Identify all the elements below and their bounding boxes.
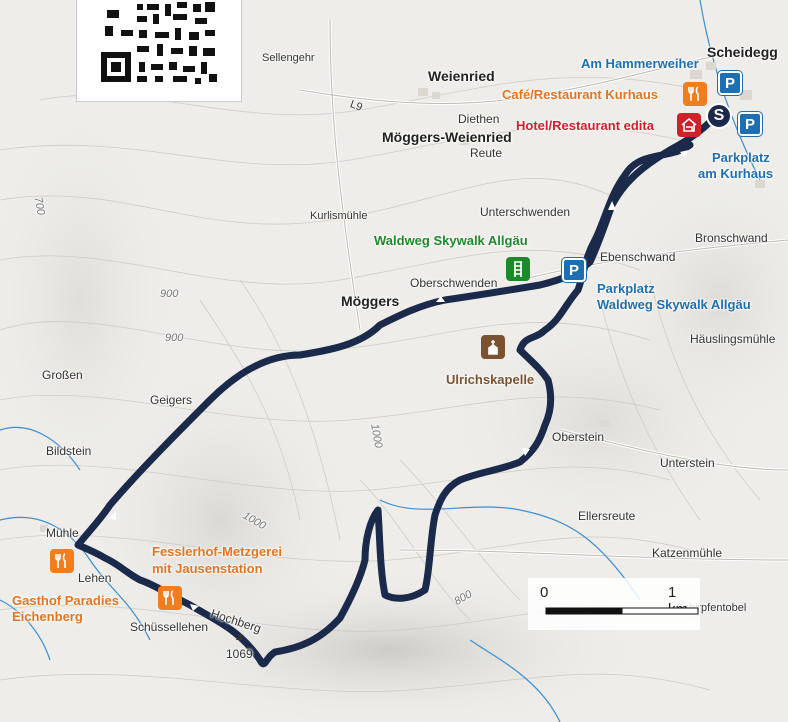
qr-pattern [99,0,219,86]
fork-knife-icon [163,590,174,605]
place-diethen: Diethen [458,112,500,126]
place-muehle: Mühle [46,526,79,540]
place-sellengehr: Sellengehr [262,52,315,64]
fork-knife-icon [55,553,66,568]
place-katzenmuehle: Katzenmühle [652,546,723,560]
parking-icon-skywalk[interactable]: P [561,257,587,283]
poi-label-ulrichskapelle: Ulrichskapelle [446,372,535,387]
poi-label-am-hammerweiher: Am Hammerweiher [581,56,699,71]
place-haeuslingsmuehle: Häuslingsmühle [690,332,776,346]
place-oberschwenden: Oberschwenden [410,276,498,290]
place-schuessellehen: Schüssellehen [130,620,209,634]
place-moeggers-weienried: Möggers-Weienried [382,129,512,145]
scale-bar-graphic [545,607,699,615]
poi-label-fesslerhof-2: mit Jausenstation [152,561,263,576]
place-ellersreute: Ellersreute [578,509,636,523]
hotel-icon-shape [681,117,697,132]
restaurant-icon-fesslerhof[interactable] [158,586,182,610]
place-lehen: Lehen [78,571,112,585]
chapel-cross-icon [488,340,498,355]
skywalk-icon[interactable] [506,257,530,281]
place-reute: Reute [470,146,503,160]
poi-label-skywalk: Waldweg Skywalk Allgäu [374,233,528,248]
poi-label-parkplatz-kurhaus-1: Parkplatz [712,150,770,165]
parking-icon-hammerweiher[interactable]: P [717,70,743,96]
place-grossen: Großen [42,368,83,382]
chapel-icon[interactable] [481,335,505,359]
scale-label-zero: 0 [540,584,549,601]
poi-label-paradies-1: Gasthof Paradies [12,593,119,608]
place-kurlismuehle: Kurlismühle [310,210,368,222]
contour-label-900: 900 [160,288,179,300]
place-bronschwand: Bronschwand [695,231,768,245]
summit-marker [236,633,244,640]
skywalk-tower-icon [514,261,522,277]
place-moeggers: Möggers [341,293,400,309]
poi-label-parkplatz-skywalk-2: Waldweg Skywalk Allgäu [597,297,751,312]
poi-label-paradies-2: Eichenberg [12,609,83,624]
summit-elevation: 1069 [226,647,253,661]
contour-label-900b: 900 [165,332,184,344]
place-oberstein: Oberstein [552,430,605,444]
poi-label-cafe-kurhaus: Café/Restaurant Kurhaus [502,87,659,102]
poi-label-parkplatz-kurhaus-2: am Kurhaus [698,166,774,181]
place-geigers: Geigers [150,393,193,407]
scale-bar: 0 1 km [528,578,700,630]
parking-icon-kurhaus[interactable]: P [737,111,763,137]
place-unterschwenden: Unterschwenden [480,205,571,219]
poi-label-fesslerhof-1: Fesslerhof-Metzgerei [152,544,283,559]
place-weienried: Weienried [428,68,495,84]
qr-code[interactable] [76,0,242,102]
hotel-icon[interactable] [677,113,701,137]
start-icon[interactable]: S [706,103,732,129]
fork-knife-icon [688,86,699,101]
place-ebenschwand: Ebenschwand [600,250,676,264]
restaurant-icon-paradies[interactable] [50,549,74,573]
place-bildstein: Bildstein [46,444,92,458]
place-unterstein: Unterstein [660,456,715,470]
place-scheidegg: Scheidegg [707,44,778,60]
restaurant-icon-kurhaus[interactable] [683,82,707,106]
poi-label-hotel-edita: Hotel/Restaurant edita [516,118,654,133]
poi-label-parkplatz-skywalk-1: Parkplatz [597,281,655,296]
